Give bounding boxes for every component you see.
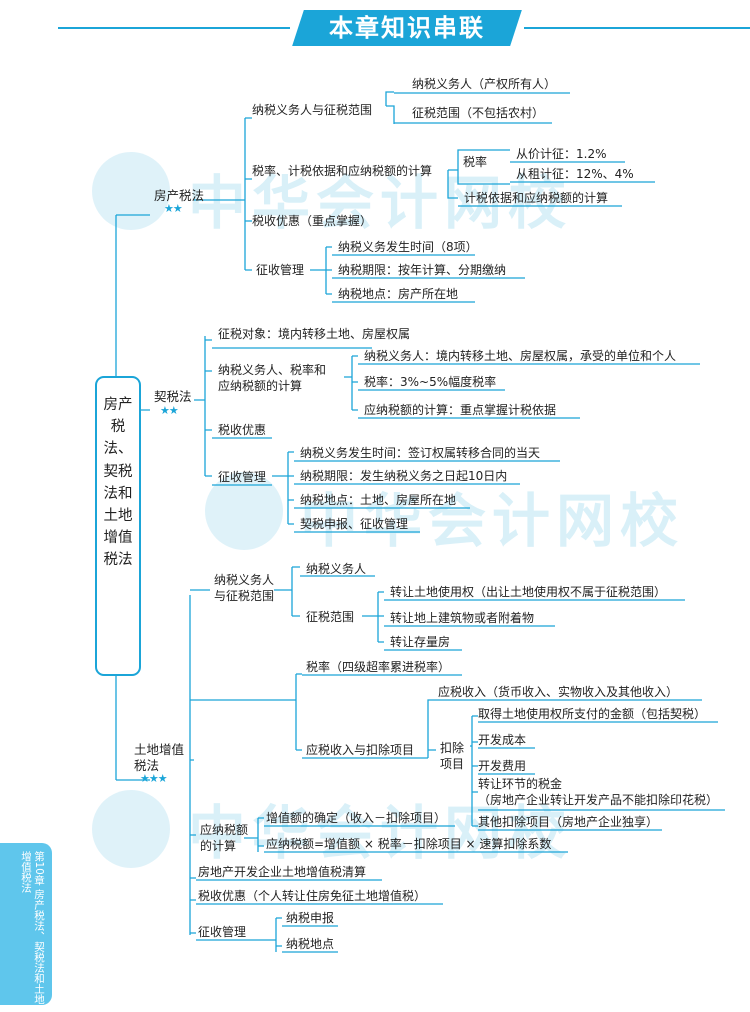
land-vat-deduction-5: 其他扣除项目（房地产企业独享） xyxy=(478,815,659,829)
watermark-logo-icon xyxy=(92,152,170,230)
property-tax-taxpayer: 纳税义务人（产权所有人） xyxy=(412,77,557,91)
land-vat-relief: 税收优惠（个人转让住房免征土地增值税） xyxy=(198,889,427,903)
land-vat-declare: 纳税申报 xyxy=(286,911,335,925)
chapter-side-label: 第10章 房产税法、契税法和土地增值税法 xyxy=(19,851,45,1012)
land-vat-deduction-1: 取得土地使用权所支付的金额（包括契税） xyxy=(478,707,707,721)
land-vat-stars: ★★★ xyxy=(140,772,168,785)
land-vat-payable: 应纳税额的计算 xyxy=(200,823,249,853)
property-tax-rate: 税率 xyxy=(463,155,488,169)
property-tax-scope: 征税范围（不包括农村） xyxy=(412,106,545,120)
chapter-subject: 房产税法、契税法和土地增值税法 xyxy=(20,851,45,1005)
root-label: 房产税法、契税法和土地增值税法 xyxy=(103,397,133,569)
deed-tax-stars: ★★ xyxy=(160,404,179,417)
deed-tax-title: 契税法 xyxy=(154,389,192,404)
land-vat-deduction-2: 开发成本 xyxy=(478,733,527,747)
watermark-logo-icon xyxy=(92,790,170,868)
land-vat-scope-1: 转让土地使用权（出让土地使用权不属于征税范围） xyxy=(390,585,667,599)
page-title: 本章知识串联 xyxy=(329,14,485,42)
property-tax-admin: 征收管理 xyxy=(256,263,305,277)
chapter-side-tab xyxy=(0,843,52,1005)
header-rule-right xyxy=(524,27,750,29)
watermark-text: 中华会计网校 xyxy=(300,487,685,555)
property-tax-relief: 税收优惠（重点掌握） xyxy=(252,214,373,228)
property-tax-calc: 税率、计税依据和应纳税额的计算 xyxy=(252,164,433,178)
land-vat-taxpayer: 纳税义务人 xyxy=(306,562,367,576)
deed-tax-taxpayer: 纳税义务人：境内转移土地、房屋权属，承受的单位和个人 xyxy=(364,349,677,363)
deed-tax-amount: 应纳税额的计算：重点掌握计税依据 xyxy=(364,403,557,417)
land-vat-taxpayer-scope: 纳税义务人与征税范围 xyxy=(214,573,275,603)
chapter-number: 第10章 xyxy=(33,851,45,886)
land-vat-scope-3: 转让存量房 xyxy=(390,635,451,649)
property-tax-taxpayer-scope: 纳税义务人与征税范围 xyxy=(252,103,373,117)
header-rule-left xyxy=(58,27,290,29)
land-vat-place: 纳税地点 xyxy=(286,937,335,951)
property-tax-stars: ★★ xyxy=(164,202,183,215)
deed-tax-period: 纳税期限：发生纳税义务之日起10日内 xyxy=(300,469,508,483)
deed-tax-rate: 税率：3%~5%幅度税率 xyxy=(364,375,497,389)
property-tax-rent-based: 从租计征：12%、4% xyxy=(516,167,634,181)
deed-tax-obligation-time: 纳税义务发生时间：签订权属转移合同的当天 xyxy=(300,446,541,460)
land-vat-clearing: 房地产开发企业土地增值税清算 xyxy=(198,865,367,879)
property-tax-obligation-time: 纳税义务发生时间（8项） xyxy=(338,240,478,254)
land-vat-title: 土地增值税法 xyxy=(134,742,185,773)
land-vat-deduction: 扣除项目 xyxy=(440,741,465,771)
land-vat-admin: 征收管理 xyxy=(198,925,247,939)
land-vat-rate: 税率（四级超率累进税率） xyxy=(306,660,451,674)
land-vat-deduction-4: 转让环节的税金 （房地产企业转让开发产品不能扣除印花税） xyxy=(478,777,719,807)
land-vat-income: 应税收入（货币收入、实物收入及其他收入） xyxy=(438,685,679,699)
land-vat-scope-2: 转让地上建筑物或者附着物 xyxy=(390,611,535,625)
property-tax-basis: 计税依据和应纳税额的计算 xyxy=(464,191,609,205)
property-tax-place: 纳税地点：房产所在地 xyxy=(338,287,459,301)
property-tax-ad-valorem: 从价计征：1.2% xyxy=(516,147,607,161)
deed-tax-place: 纳税地点：土地、房屋所在地 xyxy=(300,493,457,507)
land-vat-formula: 应纳税额=增值额 × 税率－扣除项目 × 速算扣除系数 xyxy=(266,837,552,851)
deed-tax-object: 征税对象：境内转移土地、房屋权属 xyxy=(218,327,411,341)
deed-tax-relief: 税收优惠 xyxy=(218,423,267,437)
deed-tax-calc: 纳税义务人、税率和应纳税额的计算 xyxy=(218,363,327,393)
land-vat-deduction-3: 开发费用 xyxy=(478,759,527,773)
property-tax-title: 房产税法 xyxy=(154,188,205,203)
land-vat-income-deduction: 应税收入与扣除项目 xyxy=(306,743,415,757)
deed-tax-declare: 契税申报、征收管理 xyxy=(300,517,409,531)
watermark-text: 中华会计网校 xyxy=(188,169,573,237)
land-vat-scope: 征税范围 xyxy=(306,610,355,624)
property-tax-period: 纳税期限：按年计算、分期缴纳 xyxy=(338,263,507,277)
root-node: 房产税法、契税法和土地增值税法 xyxy=(95,376,141,676)
deed-tax-admin: 征收管理 xyxy=(218,470,267,484)
land-vat-increment: 增值额的确定（收入－扣除项目） xyxy=(266,811,447,825)
